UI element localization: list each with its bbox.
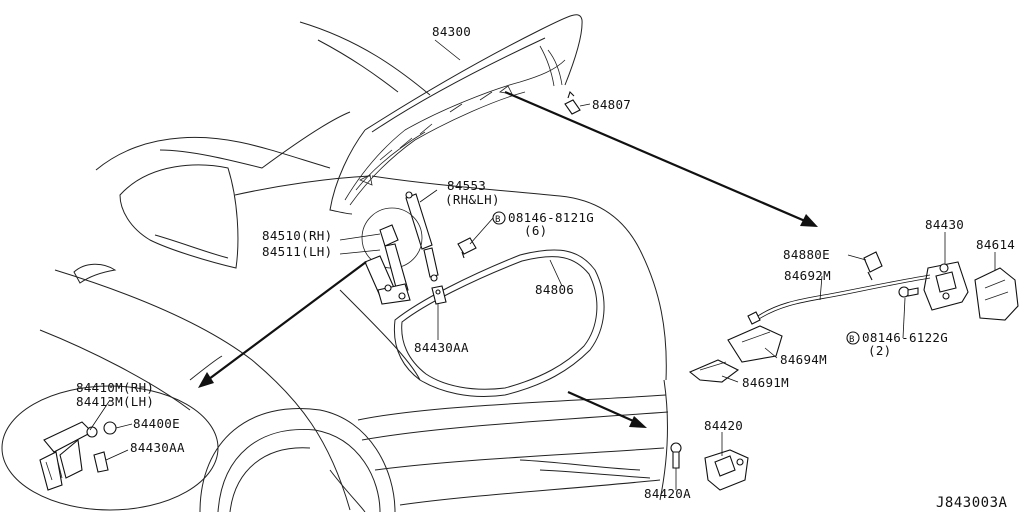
part-labels: 84300 84807 84553 (RH&LH) 08146-8121G (6… <box>76 24 1015 511</box>
label-trunk-lid: 84300 <box>432 24 471 39</box>
label-bolt-1-qty: (6) <box>524 223 547 238</box>
trunk-lid <box>329 14 583 215</box>
trunk-lock <box>923 261 969 311</box>
label-gas-stay-side: (RH&LH) <box>445 192 500 207</box>
label-bolt-1-code: 08146-8121G <box>508 210 594 225</box>
direction-arrows <box>198 90 818 428</box>
bolt-marker-1: B <box>492 211 506 225</box>
label-hinge-lh: 84511(LH) <box>262 244 332 259</box>
diagram-code: J843003A <box>936 495 1008 511</box>
hinge-detail-callout <box>1 385 219 511</box>
trunk-hinge <box>361 207 423 305</box>
label-cable: 84692M <box>784 268 831 283</box>
trunk-striker <box>704 449 749 491</box>
svg-text:B: B <box>495 215 501 225</box>
svg-text:B: B <box>849 335 855 345</box>
label-detail-hinge-lh: 84413M(LH) <box>76 394 154 409</box>
striker-bolt <box>670 442 682 469</box>
label-handle-cover: 84694M <box>780 352 827 367</box>
label-striker-bolt: 84420A <box>644 486 691 501</box>
label-handle: 84691M <box>742 375 789 390</box>
label-detail-bushing: 84400E <box>133 416 180 431</box>
release-cable <box>747 274 931 325</box>
handle-cover <box>727 325 783 363</box>
label-weatherstrip: 84806 <box>535 282 574 297</box>
leader-lines <box>89 39 996 490</box>
label-striker: 84420 <box>704 418 743 433</box>
label-bolt-2-qty: (2) <box>868 343 891 358</box>
label-detail-striker-aa: 84430AA <box>130 440 185 455</box>
label-gas-stay: 84553 <box>447 178 486 193</box>
label-detail-hinge-rh: 84410M(RH) <box>76 380 154 395</box>
lock-bolt <box>898 286 919 298</box>
lock-cover <box>974 267 1019 321</box>
label-lock: 84430 <box>925 217 964 232</box>
gas-stay <box>405 191 439 282</box>
trunk-handle <box>688 359 740 383</box>
label-switch: 84880E <box>783 247 830 262</box>
label-bumper-stop: 84807 <box>592 97 631 112</box>
car-body-outline <box>39 21 669 512</box>
trunk-switch <box>863 251 883 281</box>
body-striker-aa <box>431 285 447 305</box>
bolt-marker-2: B <box>846 331 860 345</box>
hinge-bolt <box>457 237 477 259</box>
label-striker-aa: 84430AA <box>414 340 469 355</box>
label-bolt-2-code: 08146-6122G <box>862 330 948 345</box>
weatherstrip-seal <box>393 249 605 398</box>
label-lock-cover: 84614 <box>976 237 1015 252</box>
bumper-stop <box>564 90 581 115</box>
label-hinge-rh: 84510(RH) <box>262 228 332 243</box>
